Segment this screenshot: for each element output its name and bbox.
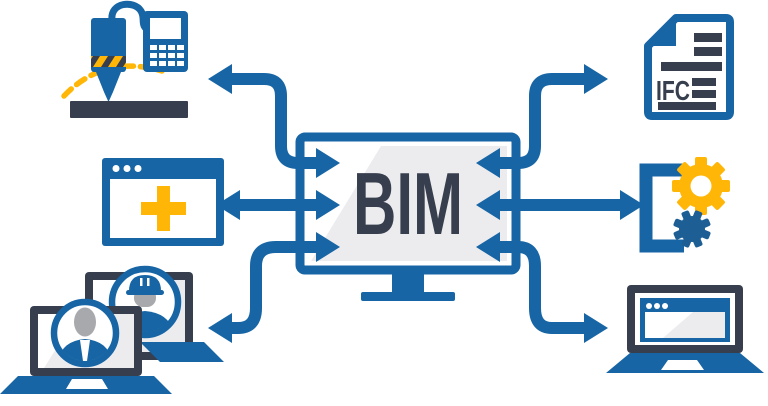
bim-label: BIM xyxy=(353,154,463,253)
arrowhead-to-document xyxy=(584,64,608,94)
arrowhead-into-monitor xyxy=(476,190,500,220)
ifc-label: IFC xyxy=(656,75,690,106)
arrowhead-into-monitor xyxy=(316,190,340,220)
scanner-nozzle xyxy=(104,92,113,102)
arrowhead-into-monitor xyxy=(316,232,340,262)
hard-hat-icon xyxy=(129,275,161,291)
bim-monitor xyxy=(295,132,521,301)
arrowhead-into-monitor xyxy=(316,148,340,178)
monitor-base xyxy=(361,292,455,301)
ifc-document-icon: IFC xyxy=(644,14,734,120)
connector-mid-left xyxy=(216,190,340,220)
connector-bottom-right xyxy=(476,232,608,343)
plus-icon xyxy=(141,186,186,231)
window-dots xyxy=(112,165,142,172)
front-laptop-trackpad xyxy=(66,379,108,389)
handheld-controller xyxy=(143,11,188,72)
arrowhead-into-monitor xyxy=(476,148,500,178)
scanner-neck xyxy=(96,72,121,92)
monitor-screen-shade xyxy=(311,146,507,261)
import-export-gears-icon xyxy=(639,157,730,253)
arrowhead-into-monitor xyxy=(476,232,500,262)
controller-keys xyxy=(150,45,184,66)
connector-top-right xyxy=(476,64,608,178)
gear-icon-large xyxy=(672,157,730,215)
laser-scanner-icon xyxy=(61,0,188,118)
back-laptop-base xyxy=(140,342,224,362)
collaboration-laptops-icon xyxy=(0,265,224,394)
hat-brim xyxy=(126,290,164,295)
hat-ridge xyxy=(140,278,143,286)
controller-screen xyxy=(150,18,181,39)
businessman-head xyxy=(74,307,96,337)
document-text-lines xyxy=(658,33,722,110)
add-software-window-icon xyxy=(102,158,224,246)
arrowhead-to-gears xyxy=(620,190,644,220)
browser-laptop-icon xyxy=(606,285,764,373)
hazard-stripes xyxy=(91,56,126,67)
arrowhead-to-laptops xyxy=(208,313,232,343)
browser-dots xyxy=(646,303,668,309)
hat-ridge xyxy=(147,278,150,286)
gear-icon-small xyxy=(673,210,711,248)
document-fold xyxy=(648,18,676,46)
connector-mid-right xyxy=(476,190,644,220)
browser-content-shade xyxy=(663,312,725,338)
connector-top-left xyxy=(208,64,340,178)
scanner-base xyxy=(70,101,188,118)
arrowhead-to-laptop xyxy=(584,313,608,343)
connector-bottom-left xyxy=(208,232,340,343)
bracket-shape xyxy=(639,163,684,253)
laptop-trackpad xyxy=(661,360,704,370)
businessman-avatar xyxy=(50,298,120,368)
businessman-tie xyxy=(80,340,90,361)
arrowhead-to-scanner xyxy=(208,64,232,94)
arrowhead-to-window xyxy=(216,190,240,220)
gear-hole xyxy=(690,175,712,197)
